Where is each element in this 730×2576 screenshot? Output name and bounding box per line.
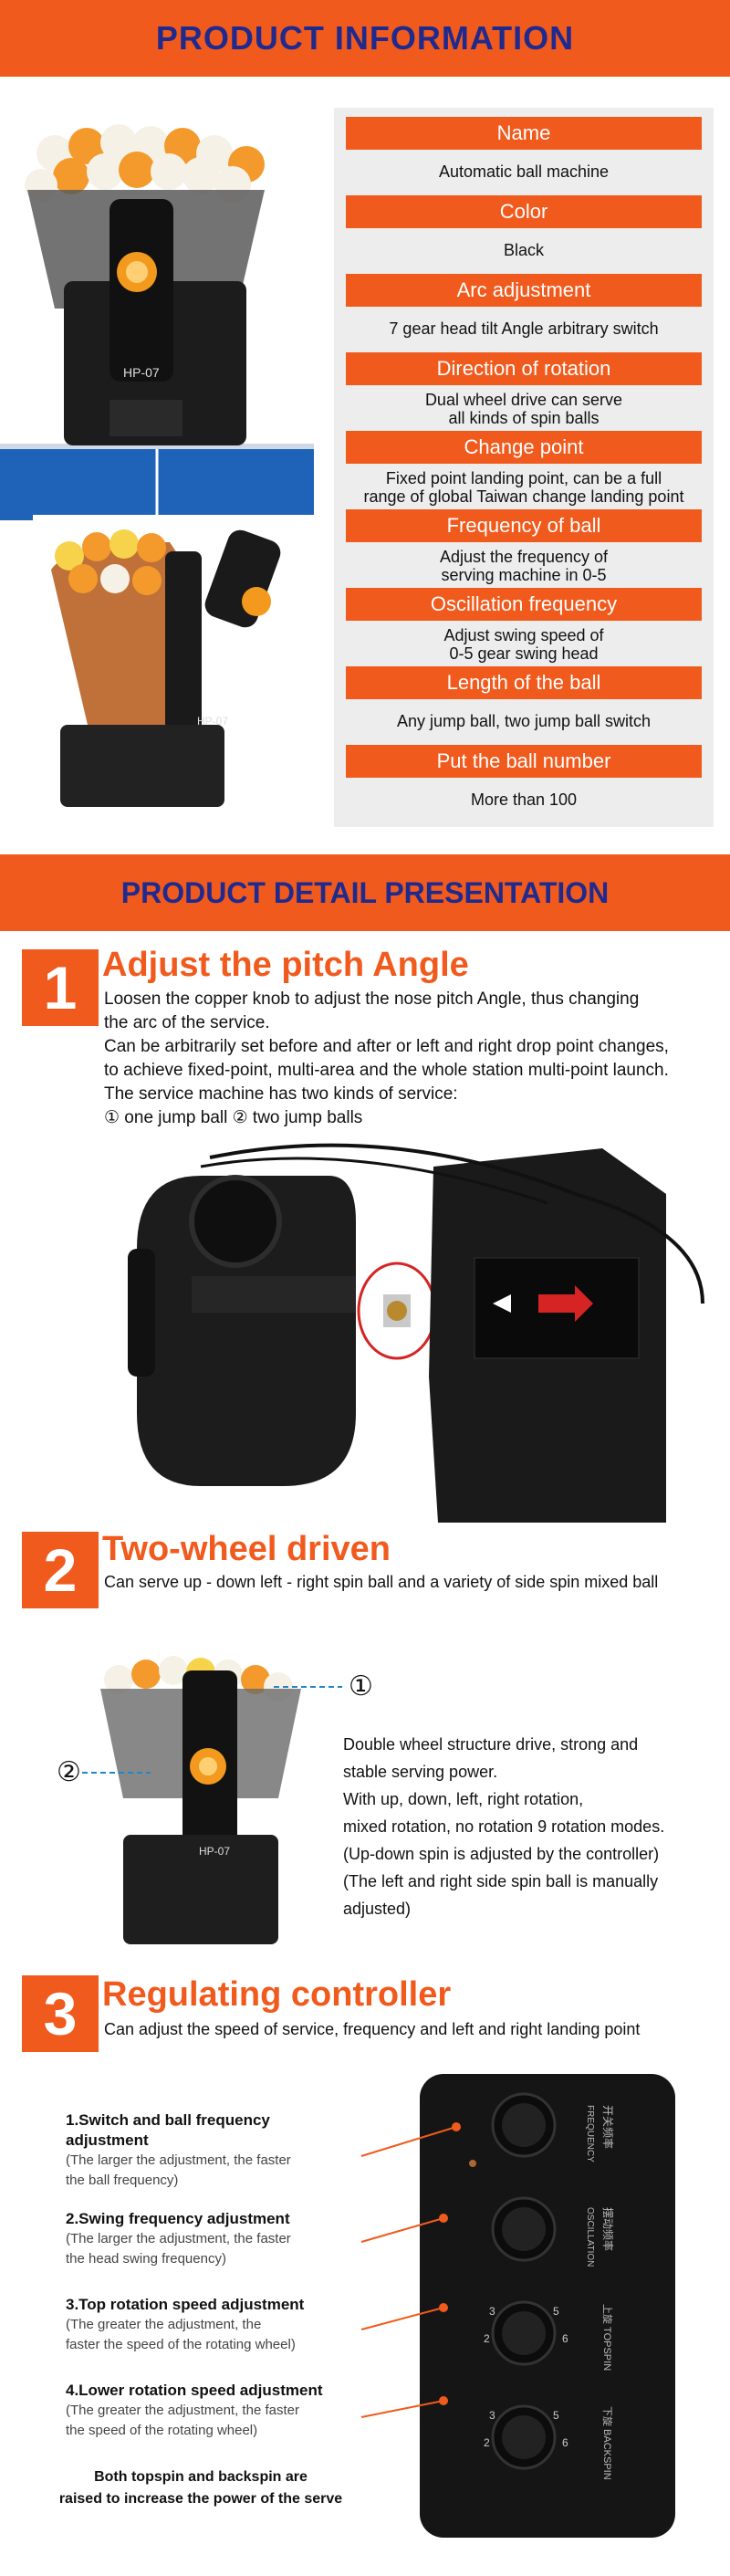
svg-text:3: 3 xyxy=(489,2409,495,2422)
section-number-1: 1 xyxy=(22,949,99,1026)
info-label: Arc adjustment xyxy=(346,274,702,307)
banner-title: PRODUCT INFORMATION xyxy=(155,19,575,57)
callout-2: ② xyxy=(57,1757,81,1787)
info-value: 7 gear head tilt Angle arbitrary switch xyxy=(389,319,659,338)
spin-note: Both topspin and backspin are raised to … xyxy=(58,2469,343,2507)
control-item-2: 2.Swing frequency adjustment (The larger… xyxy=(66,2210,291,2267)
control-item-3: 3.Top rotation speed adjustment (The gre… xyxy=(66,2296,305,2352)
info-row-arc: Arc adjustment 7 gear head tilt Angle ar… xyxy=(346,274,702,338)
section3-subtitle: Can adjust the speed of service, frequen… xyxy=(104,2020,641,2038)
control-item-4: 4.Lower rotation speed adjustment (The g… xyxy=(66,2382,323,2438)
model-label: HP-07 xyxy=(123,365,160,380)
info-label: Length of the ball xyxy=(346,666,702,699)
info-row-name: Name Automatic ball machine xyxy=(346,117,702,181)
product-info-table: Name Automatic ball machine Color Black … xyxy=(334,108,714,827)
info-row-change-point: Change point Fixed point landing point, … xyxy=(346,431,702,506)
panel-label-frequency: FREQUENCY xyxy=(585,2105,595,2162)
section2-text: Double wheel structure drive, strong and… xyxy=(343,1735,665,1918)
section-number-3: 3 xyxy=(22,1975,99,2052)
svg-text:2: 2 xyxy=(484,2436,490,2449)
panel-label-backspin: 下旋 BACKSPIN xyxy=(601,2406,614,2480)
section3-title: Regulating controller xyxy=(102,1975,452,2014)
model-label-3: HP-07 xyxy=(199,1845,230,1858)
info-value: Automatic ball machine xyxy=(438,162,610,181)
model-label-2: HP-07 xyxy=(197,715,228,728)
controller-photo: 开关频率 FREQUENCY 摆动频率 OSCILLATION 上旋 TOPSP… xyxy=(416,2068,681,2543)
panel-label-oscillation-cn: 摆动频率 xyxy=(601,2207,615,2251)
control-item-1: 1.Switch and ball frequency adjustment (… xyxy=(66,2111,291,2188)
pitch-knob-photo xyxy=(119,1139,730,1523)
section1-title: Adjust the pitch Angle xyxy=(102,946,469,984)
info-label: Direction of rotation xyxy=(346,352,702,385)
section1-text: Loosen the copper knob to adjust the nos… xyxy=(104,990,669,1127)
info-row-oscillation: Oscillation frequency Adjust swing speed… xyxy=(346,588,702,663)
info-label: Name xyxy=(346,117,702,150)
section-number-2: 2 xyxy=(22,1532,99,1608)
svg-text:2: 2 xyxy=(484,2332,490,2345)
panel-label-frequency-cn: 开关频率 xyxy=(601,2105,615,2149)
info-row-ball-number: Put the ball number More than 100 xyxy=(346,745,702,809)
svg-text:5: 5 xyxy=(553,2305,559,2318)
info-value: Any jump ball, two jump ball switch xyxy=(396,712,652,730)
machine-photo-front: HP-07 xyxy=(0,99,314,520)
banner-title: PRODUCT DETAIL PRESENTATION xyxy=(120,875,610,909)
callout-1: ① xyxy=(349,1671,373,1702)
panel-label-oscillation: OSCILLATION xyxy=(585,2207,595,2267)
info-label: Color xyxy=(346,195,702,228)
info-row-rotation: Direction of rotation Dual wheel drive c… xyxy=(346,352,702,427)
info-row-length: Length of the ball Any jump ball, two ju… xyxy=(346,666,702,730)
info-label: Put the ball number xyxy=(346,745,702,778)
svg-text:6: 6 xyxy=(562,2436,568,2449)
two-wheel-photo: HP-07 xyxy=(91,1643,319,1953)
info-value: More than 100 xyxy=(470,791,578,809)
svg-text:6: 6 xyxy=(562,2332,568,2345)
svg-text:5: 5 xyxy=(553,2409,559,2422)
info-label: Change point xyxy=(346,431,702,464)
info-value: Black xyxy=(503,241,544,259)
controller-pointer-lines xyxy=(360,2122,461,2418)
info-row-frequency: Frequency of ball Adjust the frequency o… xyxy=(346,509,702,584)
info-value: Fixed point landing point, can be a full… xyxy=(363,469,684,506)
svg-text:3: 3 xyxy=(489,2305,495,2318)
info-label: Frequency of ball xyxy=(346,509,702,542)
panel-label-topspin: 上旋 TOPSPIN xyxy=(601,2304,614,2371)
info-label: Oscillation frequency xyxy=(346,588,702,621)
info-row-color: Color Black xyxy=(346,195,702,259)
callout-lines xyxy=(82,1686,342,1774)
section2-subtitle: Can serve up - down left - right spin ba… xyxy=(104,1573,659,1591)
section2-title: Two-wheel driven xyxy=(102,1530,391,1568)
product-detail-banner: PRODUCT DETAIL PRESENTATION xyxy=(0,854,730,931)
product-information-banner: PRODUCT INFORMATION xyxy=(0,0,730,77)
machine-photo-side: HP-07 xyxy=(33,515,314,825)
